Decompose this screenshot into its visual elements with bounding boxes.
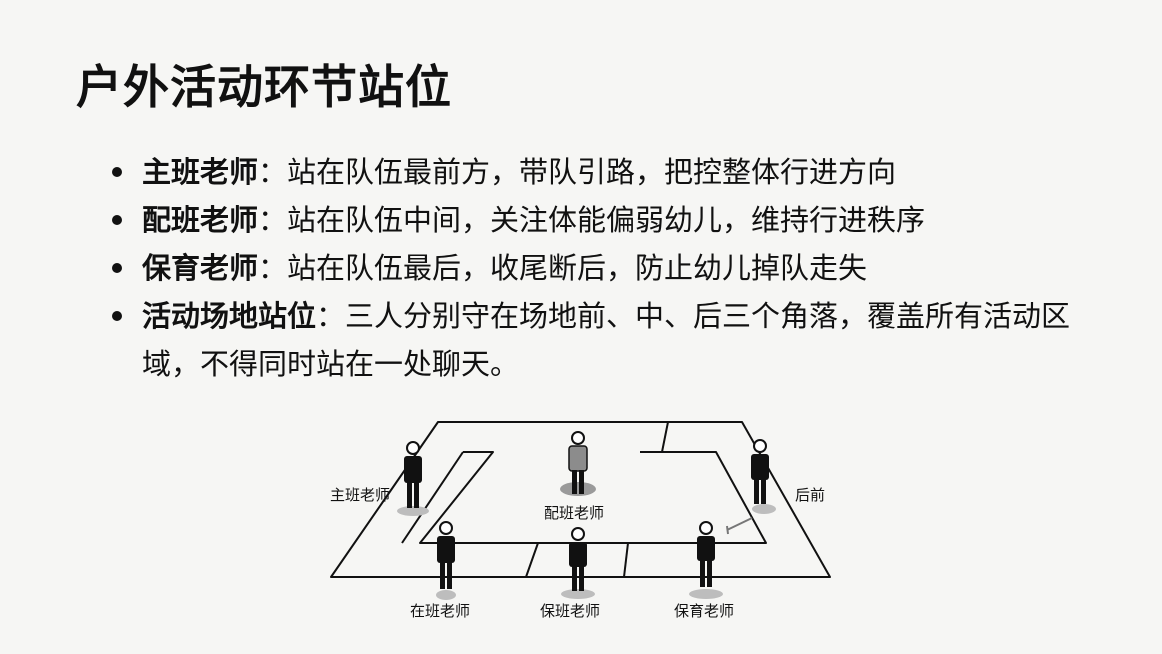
figure-baoban	[561, 527, 595, 599]
bullet-dot-icon	[112, 167, 122, 177]
floor-plan-svg: 主班老师 配班老师 后前	[330, 421, 831, 620]
bullet-separator: ：	[258, 251, 288, 285]
bullet-desc: 三人分别守在场地前、中、后三个角落，覆盖所有活动区域，不得同时站在一处聊天。	[142, 299, 1071, 381]
bullet-item: 主班老师：站在队伍最前方，带队引路，把控整体行进方向	[108, 148, 1108, 196]
divider-bottom-right	[623, 542, 629, 578]
bullet-list: 主班老师：站在队伍最前方，带队引路，把控整体行进方向 配班老师：站在队伍中间，关…	[108, 148, 1108, 388]
bullet-item: 保育老师：站在队伍最后，收尾断后，防止幼儿掉队走失	[108, 244, 1108, 292]
bullet-dot-icon	[112, 263, 122, 273]
bullet-desc: 站在队伍最前方，带队引路，把控整体行进方向	[287, 155, 897, 189]
bullet-dot-icon	[112, 311, 122, 321]
marker-line	[726, 517, 753, 531]
label-baoban: 保班老师	[540, 602, 600, 620]
bullet-dot-icon	[112, 215, 122, 225]
bullet-desc: 站在队伍中间，关注体能偏弱幼儿，维持行进秩序	[287, 203, 926, 237]
divider-bottom-left	[525, 542, 539, 578]
figure-peiban	[560, 431, 596, 496]
label-baoyu: 保育老师	[674, 602, 734, 620]
bullet-term: 保育老师	[142, 251, 259, 285]
label-zaiban: 在班老师	[410, 602, 470, 620]
floor-plan-lines	[330, 421, 831, 578]
figure-zaiban	[436, 521, 456, 600]
divider-top-right	[661, 421, 669, 453]
bullet-separator: ：	[258, 155, 288, 189]
inner-boundary	[419, 451, 767, 544]
figure-zhuban	[397, 441, 429, 516]
bullet-term: 配班老师	[142, 203, 259, 237]
figure-baoyu	[689, 521, 723, 599]
figure-houqian	[751, 439, 776, 514]
bullet-item: 活动场地站位：三人分别守在场地前、中、后三个角落，覆盖所有活动区域，不得同时站在…	[108, 292, 1108, 388]
bullet-item: 配班老师：站在队伍中间，关注体能偏弱幼儿，维持行进秩序	[108, 196, 1108, 244]
page-title: 户外活动环节站位	[76, 60, 452, 114]
label-peiban: 配班老师	[544, 504, 604, 522]
floor-plan-diagram: 主班老师 配班老师 后前	[320, 412, 840, 642]
outer-boundary	[330, 421, 831, 578]
bullet-term: 活动场地站位	[142, 299, 317, 333]
bullet-desc: 站在队伍最后，收尾断后，防止幼儿掉队走失	[287, 251, 868, 285]
bullet-separator: ：	[316, 299, 346, 333]
label-zhuban: 主班老师	[330, 486, 390, 504]
label-houqian: 后前	[795, 486, 825, 504]
marker-tick	[726, 525, 729, 535]
inner-left-edge	[401, 451, 464, 544]
bullet-term: 主班老师	[142, 155, 259, 189]
bullet-separator: ：	[258, 203, 288, 237]
